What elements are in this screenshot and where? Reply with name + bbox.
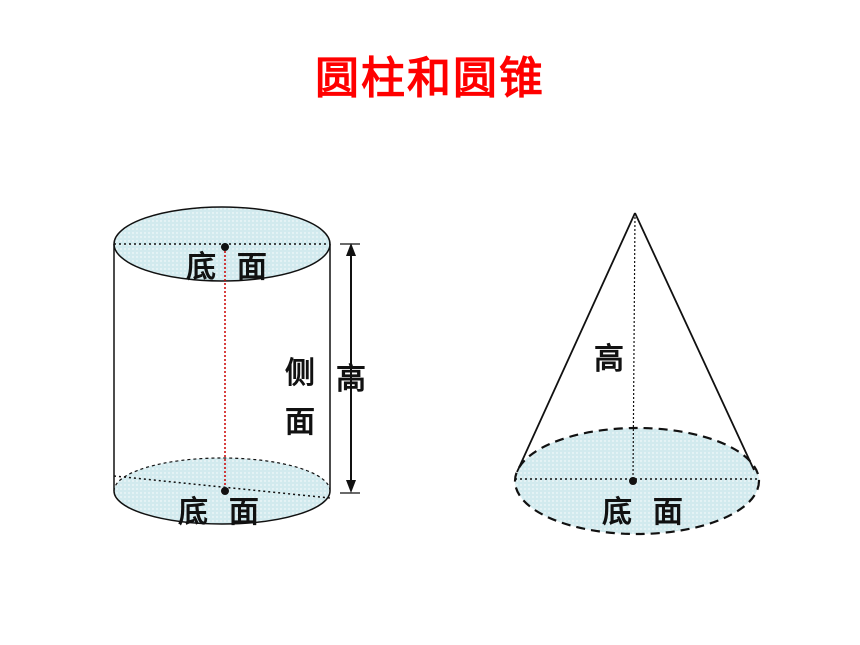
cylinder-bottom-front-arc (113, 490, 331, 525)
cone-height-line (632, 212, 636, 482)
cone-right-side (634, 212, 755, 471)
cone-left-side (516, 212, 636, 473)
cylinder-lateral-label-2: 面 (285, 405, 315, 440)
cone-base-center (629, 477, 637, 485)
cylinder-top-center (221, 243, 229, 251)
cone: 高 底 面 (513, 212, 761, 536)
cylinder-top-base-label: 底 面 (186, 250, 267, 285)
cone-base-label: 底 面 (602, 495, 683, 530)
cylinder-height-label: 高 (336, 362, 366, 397)
cone-height-label: 高 (594, 342, 624, 377)
slide-title: 圆柱和圆锥 (315, 53, 545, 104)
cylinder-bottom-diameter (113, 475, 331, 499)
cylinder: 底 面 侧 面 高 底 面 (113, 206, 366, 530)
cylinder-bottom-center (221, 487, 229, 495)
cylinder-lateral-label-1: 侧 (285, 356, 315, 391)
cylinder-bottom-base-label: 底 面 (178, 495, 259, 530)
cylinder-bottom-back-arc (113, 457, 331, 492)
cylinder-height-arrow (340, 243, 360, 494)
